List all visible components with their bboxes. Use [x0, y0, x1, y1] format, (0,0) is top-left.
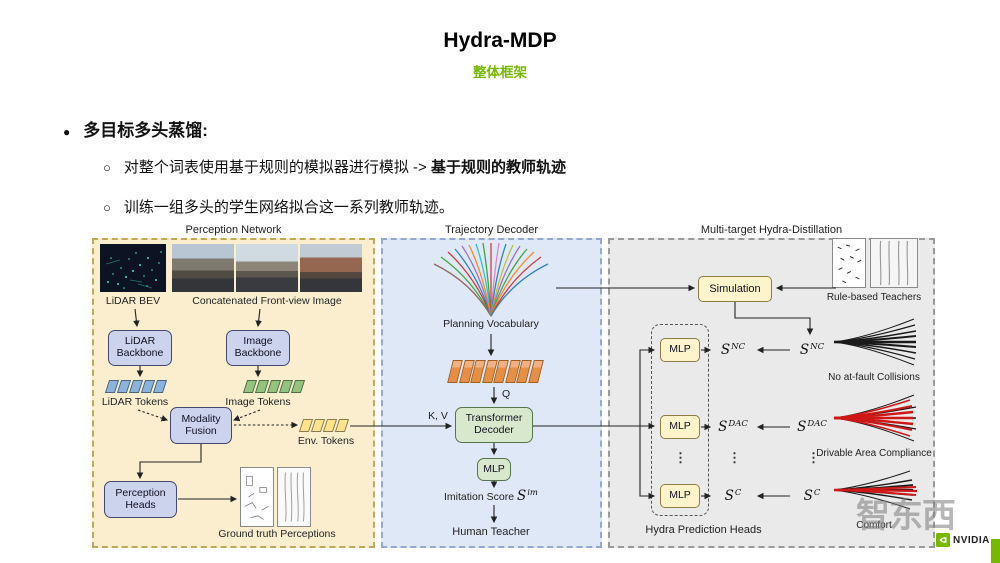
- image-tokens: [242, 380, 306, 393]
- label-hydra-prediction-heads: Hydra Prediction Heads: [645, 524, 762, 536]
- front-view-images: [172, 244, 362, 292]
- label-no-at-fault-collisions: No at-fault Collisions: [828, 372, 920, 383]
- label-kv: K, V: [428, 410, 448, 422]
- bullet-2-text: 训练一组多头的学生网络拟合这一系列教师轨迹。: [123, 199, 454, 216]
- trajectory-fan-comfort: [833, 470, 918, 510]
- label-planning-vocabulary: Planning Vocabulary: [443, 318, 539, 330]
- label-q: Q: [502, 388, 511, 400]
- ellipsis-mlp: ⋮: [674, 450, 687, 465]
- env-tokens: [298, 419, 350, 432]
- label-image-tokens: Image Tokens: [225, 396, 291, 408]
- label-ground-truth: Ground truth Perceptions: [218, 528, 336, 540]
- bullet-item-1: ○ 对整个词表使用基于规则的模拟器进行模拟 -> 基于规则的教师轨迹: [103, 156, 566, 177]
- image-backbone-box: Image Backbone: [226, 330, 290, 366]
- ground-truth-image-1: [240, 467, 274, 527]
- bullet-main-text: 多目标多头蒸馏:: [83, 121, 208, 140]
- page-title: Hydra-MDP: [443, 29, 557, 52]
- label-rule-based-teachers: Rule-based Teachers: [826, 292, 922, 303]
- bullet-1-text: 对整个词表使用基于规则的模拟器进行模拟 -> 基于规则的教师轨迹: [124, 156, 566, 177]
- front-view-photo: [172, 244, 234, 292]
- trajectory-fan-dac: [833, 394, 917, 442]
- ellipsis-student: ⋮: [728, 450, 741, 465]
- perception-heads-box: Perception Heads: [104, 481, 177, 518]
- label-human-teacher: Human Teacher: [452, 526, 530, 538]
- rule-teacher-image-2: [870, 238, 918, 288]
- lidar-bev-image: [100, 244, 166, 292]
- front-view-photo: [236, 244, 298, 292]
- mlp-head-box-3: MLP: [660, 484, 700, 508]
- front-view-photo: [300, 244, 362, 292]
- vocabulary-tokens: [447, 360, 544, 383]
- bullet-1-text-bold: 基于规则的教师轨迹: [430, 159, 566, 176]
- nvidia-eye-icon: [936, 533, 950, 547]
- accent-bar: [991, 539, 1000, 563]
- bullet-item-2: ○ 训练一组多头的学生网络拟合这一系列教师轨迹。: [103, 196, 454, 217]
- mlp-head-box-2: MLP: [660, 415, 700, 439]
- transformer-decoder-box: Transformer Decoder: [455, 407, 533, 443]
- trajectory-fan-nc: [833, 318, 917, 366]
- ellipsis-teacher: ⋮: [807, 450, 820, 465]
- token: [152, 380, 168, 393]
- token: [290, 380, 306, 393]
- hollow-bullet-icon: ○: [103, 200, 111, 215]
- label-env-tokens: Env. Tokens: [297, 435, 355, 447]
- modality-fusion-box: Modality Fusion: [170, 407, 232, 444]
- ground-truth-image-2: [277, 467, 311, 527]
- nvidia-logo: NVIDIA: [936, 533, 990, 547]
- panel-title-perception: Perception Network: [185, 224, 282, 236]
- label-lidar-bev: LiDAR BEV: [105, 295, 161, 307]
- rule-teacher-image-1: [832, 238, 866, 288]
- lidar-tokens: [104, 380, 168, 393]
- planning-vocabulary-fan: [433, 242, 549, 317]
- panel-title-distillation: Multi-target Hydra-Distillation: [700, 224, 843, 236]
- imitation-score-text: Imitation Score: [444, 491, 515, 503]
- lidar-backbone-box: LiDAR Backbone: [108, 330, 172, 366]
- slide-subtitle: 整体框架: [473, 65, 527, 80]
- filled-bullet-icon: ●: [63, 125, 71, 139]
- label-lidar-tokens: LiDAR Tokens: [101, 396, 169, 408]
- mlp-box: MLP: [477, 458, 511, 481]
- mlp-head-box-1: MLP: [660, 338, 700, 362]
- nvidia-wordmark: NVIDIA: [953, 534, 990, 546]
- simulation-box: Simulation: [698, 276, 772, 302]
- panel-title-trajectory: Trajectory Decoder: [444, 224, 539, 236]
- token: [334, 419, 350, 432]
- watermark-logo: 智东西: [856, 497, 956, 535]
- hollow-bullet-icon: ○: [103, 160, 111, 175]
- label-drivable-area-compliance: Drivable Area Compliance: [816, 448, 932, 459]
- label-comfort: Comfort: [856, 520, 892, 531]
- bullet-item-main: ● 多目标多头蒸馏:: [63, 116, 208, 141]
- label-front-view: Concatenated Front-view Image: [192, 295, 342, 307]
- bullet-1-text-normal: 对整个词表使用基于规则的模拟器进行模拟 ->: [123, 159, 431, 176]
